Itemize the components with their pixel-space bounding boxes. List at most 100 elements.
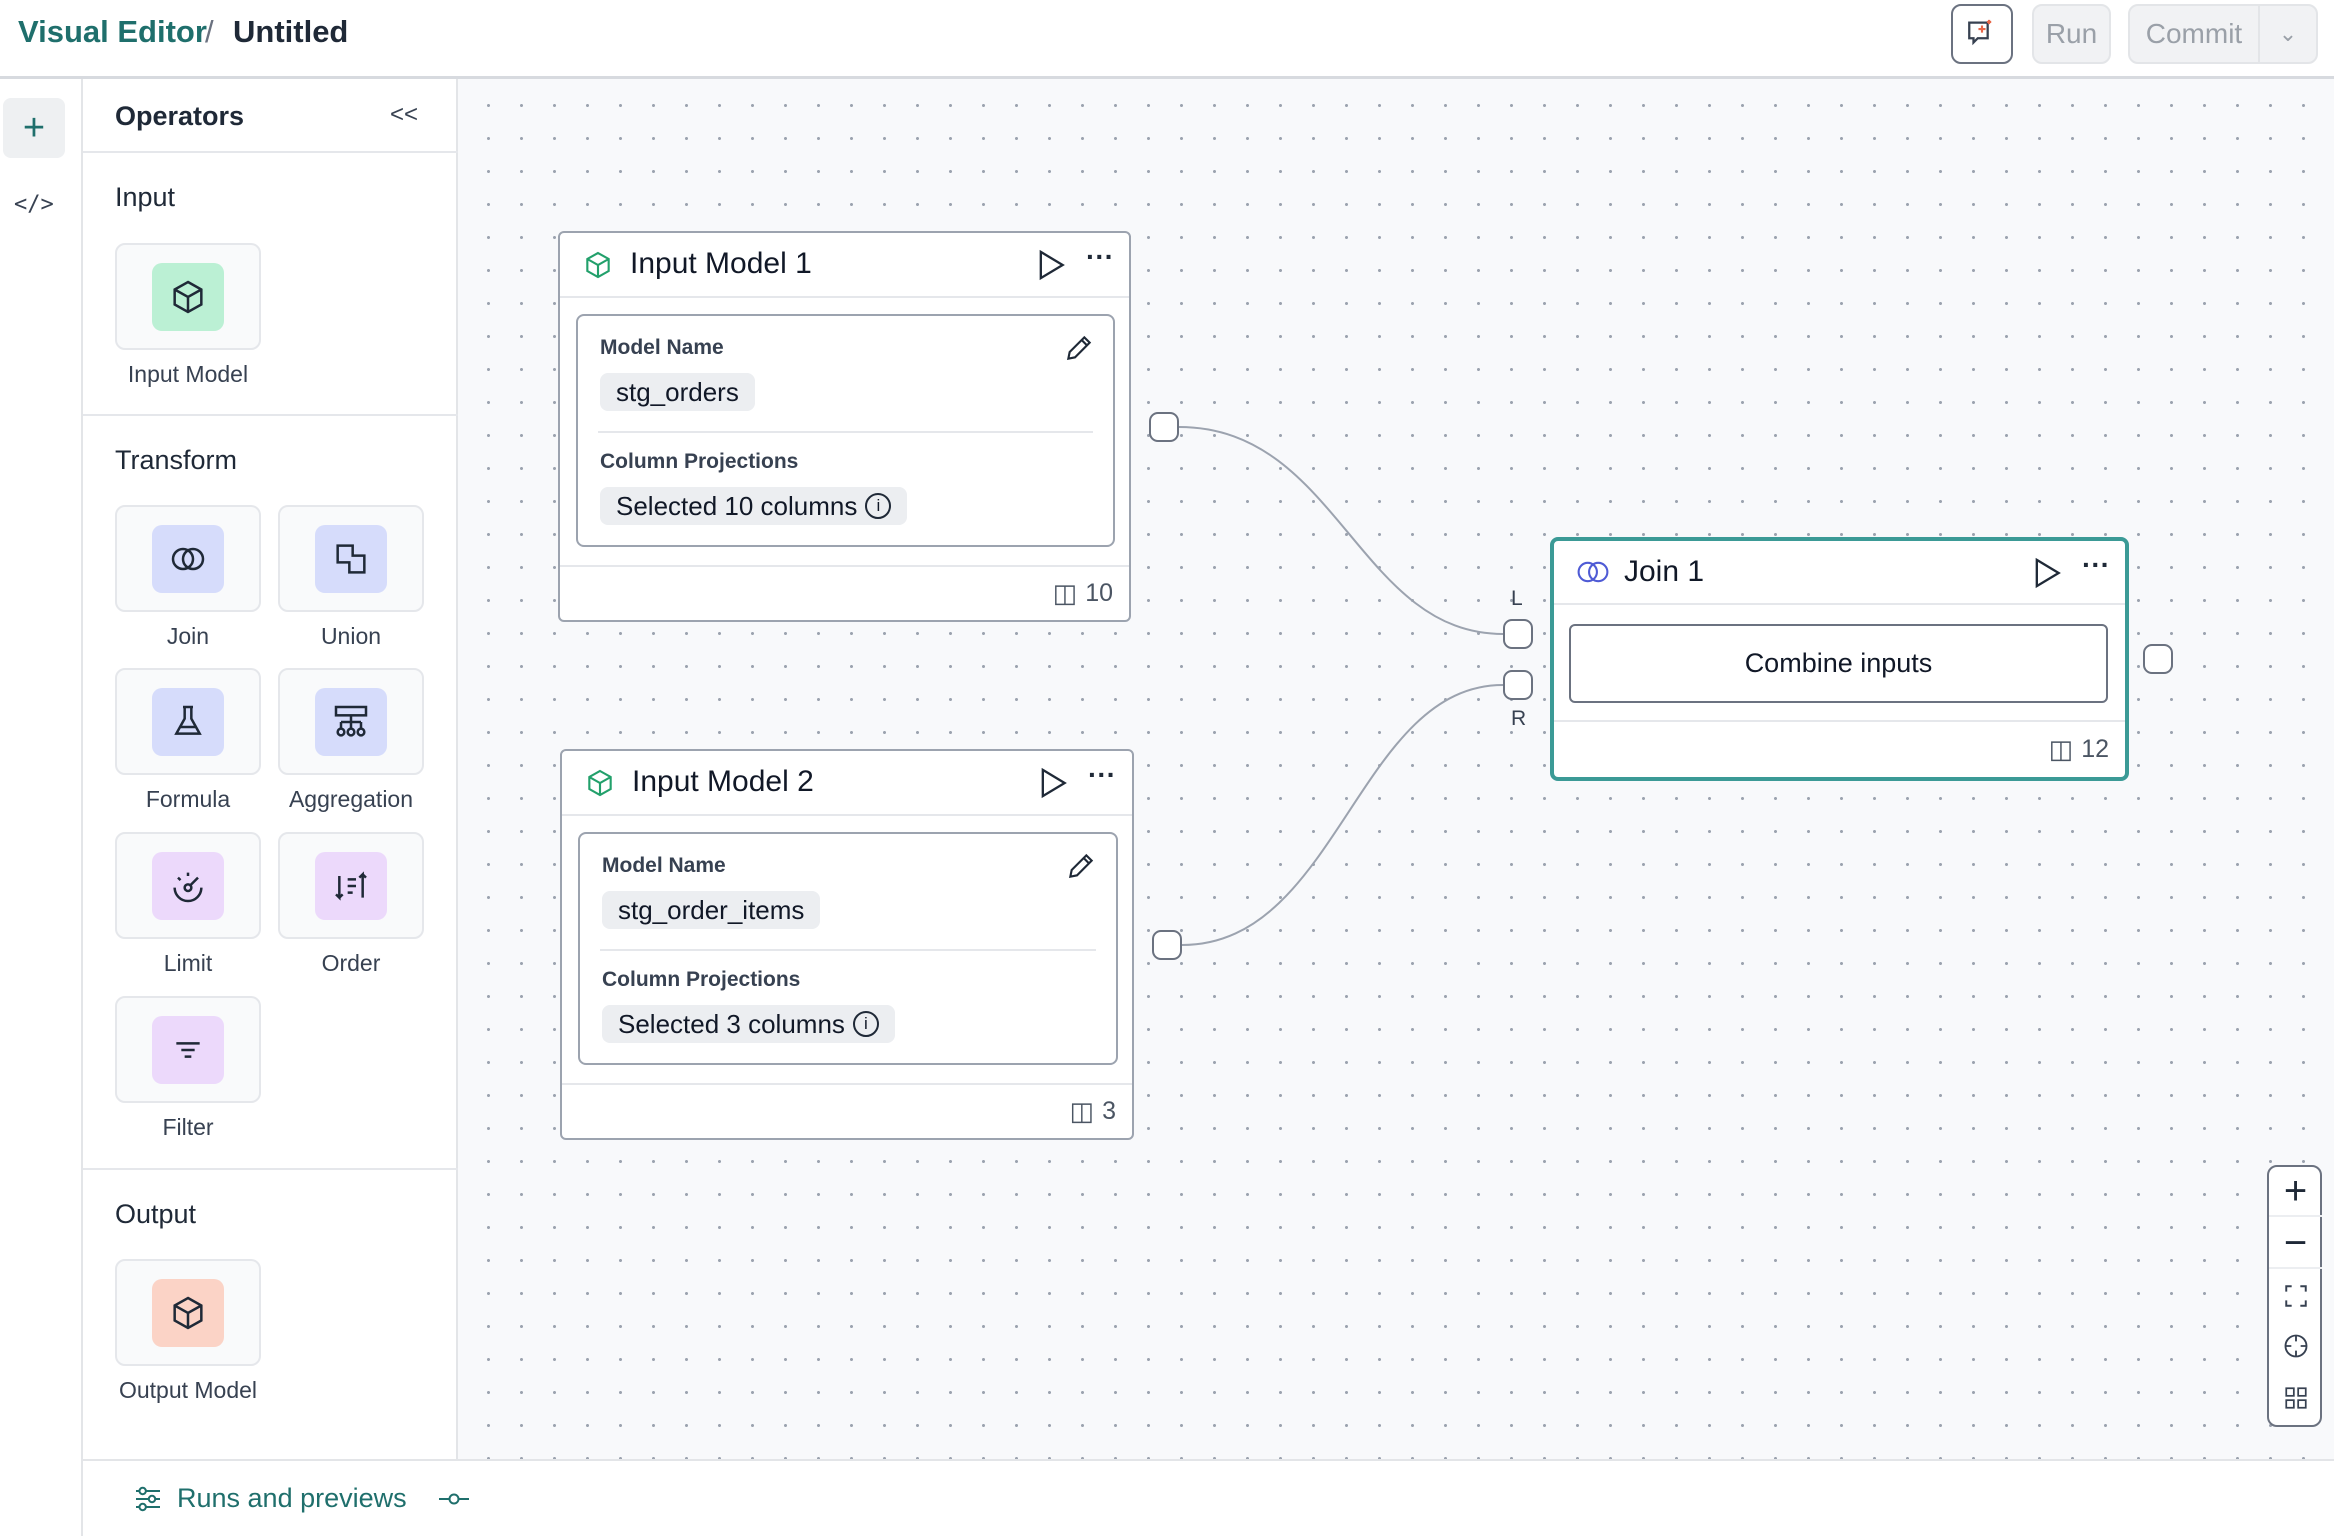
- node-header: Input Model 2 ···: [562, 751, 1132, 816]
- collapse-panel-icon[interactable]: <<: [390, 101, 419, 128]
- cube-icon: [586, 251, 610, 279]
- section-output: Output: [115, 1199, 197, 1229]
- operator-union[interactable]: [278, 505, 424, 612]
- node-config[interactable]: Model Name stg_order_items Column Projec…: [578, 832, 1118, 1065]
- column-projections-chip: Selected 3 columns i: [602, 1005, 895, 1043]
- node-title: Input Model 2: [632, 765, 814, 798]
- combine-inputs-button[interactable]: Combine inputs: [1569, 624, 2108, 703]
- play-icon[interactable]: [1036, 249, 1066, 281]
- breadcrumb-separator: /: [205, 14, 214, 49]
- column-count-value: 3: [1102, 1097, 1116, 1125]
- operator-label: Join: [166, 623, 210, 649]
- operator-formula[interactable]: [115, 668, 261, 775]
- panel-title: Operators: [115, 101, 245, 131]
- column-count: ◫10: [1053, 578, 1113, 609]
- column-projections-label: Column Projections: [600, 450, 799, 473]
- commit-dropdown-chevron-icon[interactable]: ⌄: [2278, 21, 2298, 46]
- node-input-model-2[interactable]: Input Model 2 ··· Model Name stg_order_i…: [560, 749, 1134, 1140]
- filter-icon: [152, 1015, 224, 1084]
- edge-input1-to-join-left: [1178, 426, 1504, 635]
- runs-previews-label[interactable]: Runs and previews: [177, 1483, 407, 1513]
- commit-button-group: Commit ⌄: [2128, 4, 2318, 64]
- operator-input-model[interactable]: [115, 243, 261, 350]
- left-port-label: L: [1511, 587, 1523, 610]
- info-icon[interactable]: i: [852, 1011, 879, 1037]
- projections-text: Selected 3 columns: [618, 1009, 845, 1039]
- output-port[interactable]: [1149, 412, 1179, 442]
- zoom-in-icon[interactable]: +: [2269, 1167, 2322, 1217]
- column-projections-chip: Selected 10 columns i: [600, 487, 908, 525]
- node-title: Input Model 1: [630, 247, 812, 280]
- model-name-chip: stg_order_items: [602, 891, 821, 929]
- right-input-port[interactable]: [1503, 670, 1533, 700]
- play-icon[interactable]: [1038, 767, 1068, 799]
- node-header: Join 1 ···: [1554, 541, 2125, 605]
- union-icon: [315, 524, 387, 593]
- join-icon: [152, 524, 224, 593]
- node-join-1[interactable]: Join 1 ··· Combine inputs ◫12: [1550, 537, 2129, 781]
- ai-assistant-button[interactable]: [1951, 4, 2013, 64]
- operator-label: Output Model: [118, 1377, 258, 1403]
- commit-node-icon[interactable]: [439, 1489, 469, 1509]
- edge-input2-to-join-right: [1181, 684, 1504, 946]
- operator-label: Input Model: [127, 361, 249, 387]
- zoom-out-icon[interactable]: −: [2269, 1219, 2322, 1269]
- operator-limit[interactable]: [115, 832, 261, 939]
- grid-layout-icon[interactable]: [2269, 1373, 2322, 1423]
- model-name-label: Model Name: [602, 854, 726, 877]
- commit-button[interactable]: Commit: [2145, 18, 2243, 49]
- section-input: Input: [115, 182, 176, 212]
- run-button[interactable]: Run: [2032, 4, 2111, 64]
- operator-join[interactable]: [115, 505, 261, 612]
- model-name-label: Model Name: [600, 336, 724, 359]
- columns-icon: ◫: [1052, 578, 1078, 608]
- column-count-value: 12: [2081, 735, 2109, 763]
- more-options-icon[interactable]: ···: [1086, 241, 1114, 272]
- aggregation-icon: [315, 687, 387, 756]
- zoom-controls: + −: [2267, 1165, 2322, 1427]
- node-config[interactable]: Model Name stg_orders Column Projections…: [576, 314, 1115, 547]
- left-input-port[interactable]: [1503, 619, 1533, 649]
- output-port[interactable]: [1152, 930, 1182, 960]
- info-icon[interactable]: i: [865, 493, 892, 519]
- edit-pencil-icon[interactable]: [1063, 332, 1095, 364]
- center-view-icon[interactable]: [2269, 1321, 2322, 1371]
- runs-previews-bar[interactable]: Runs and previews: [83, 1459, 2334, 1536]
- join-icon: [1577, 561, 1609, 583]
- node-title: Join 1: [1624, 555, 1705, 588]
- operator-label: Union: [320, 623, 382, 649]
- operator-label: Limit: [163, 950, 213, 976]
- cube-icon: [152, 1278, 224, 1347]
- add-icon[interactable]: +: [3, 98, 65, 158]
- right-port-label: R: [1511, 707, 1527, 730]
- column-count-value: 10: [1085, 579, 1113, 607]
- projections-text: Selected 10 columns: [616, 491, 858, 521]
- runs-icon: [136, 1486, 160, 1512]
- more-options-icon[interactable]: ···: [1088, 759, 1116, 790]
- operator-output-model[interactable]: [115, 1259, 261, 1366]
- node-input-model-1[interactable]: Input Model 1 ··· Model Name stg_orders …: [558, 231, 1131, 622]
- column-count: ◫12: [2049, 734, 2109, 765]
- columns-icon: ◫: [2048, 734, 2074, 764]
- operator-label: Order: [321, 950, 381, 976]
- edit-pencil-icon[interactable]: [1065, 850, 1097, 882]
- operator-order[interactable]: [278, 832, 424, 939]
- page-title: Untitled: [233, 14, 349, 49]
- more-options-icon[interactable]: ···: [2082, 549, 2110, 580]
- flow-canvas[interactable]: Input Model 1 ··· Model Name stg_orders …: [458, 79, 2334, 1459]
- output-port[interactable]: [2143, 644, 2173, 674]
- fit-view-icon[interactable]: [2269, 1271, 2322, 1321]
- operator-label: Aggregation: [288, 786, 414, 812]
- top-bar: Visual Editor / Untitled Run Commit ⌄: [0, 0, 2334, 79]
- play-icon[interactable]: [2032, 557, 2062, 589]
- operator-label: Filter: [162, 1114, 214, 1140]
- section-transform: Transform: [115, 445, 238, 475]
- operator-aggregation[interactable]: [278, 668, 424, 775]
- left-rail: + </>: [0, 79, 83, 1536]
- code-view-icon[interactable]: </>: [14, 192, 54, 217]
- columns-icon: ◫: [1069, 1096, 1095, 1126]
- operator-filter[interactable]: [115, 996, 261, 1103]
- column-count: ◫3: [1070, 1096, 1116, 1127]
- operators-panel: Operators << Input Input Model Transform…: [83, 79, 458, 1459]
- breadcrumb-app[interactable]: Visual Editor: [18, 14, 207, 49]
